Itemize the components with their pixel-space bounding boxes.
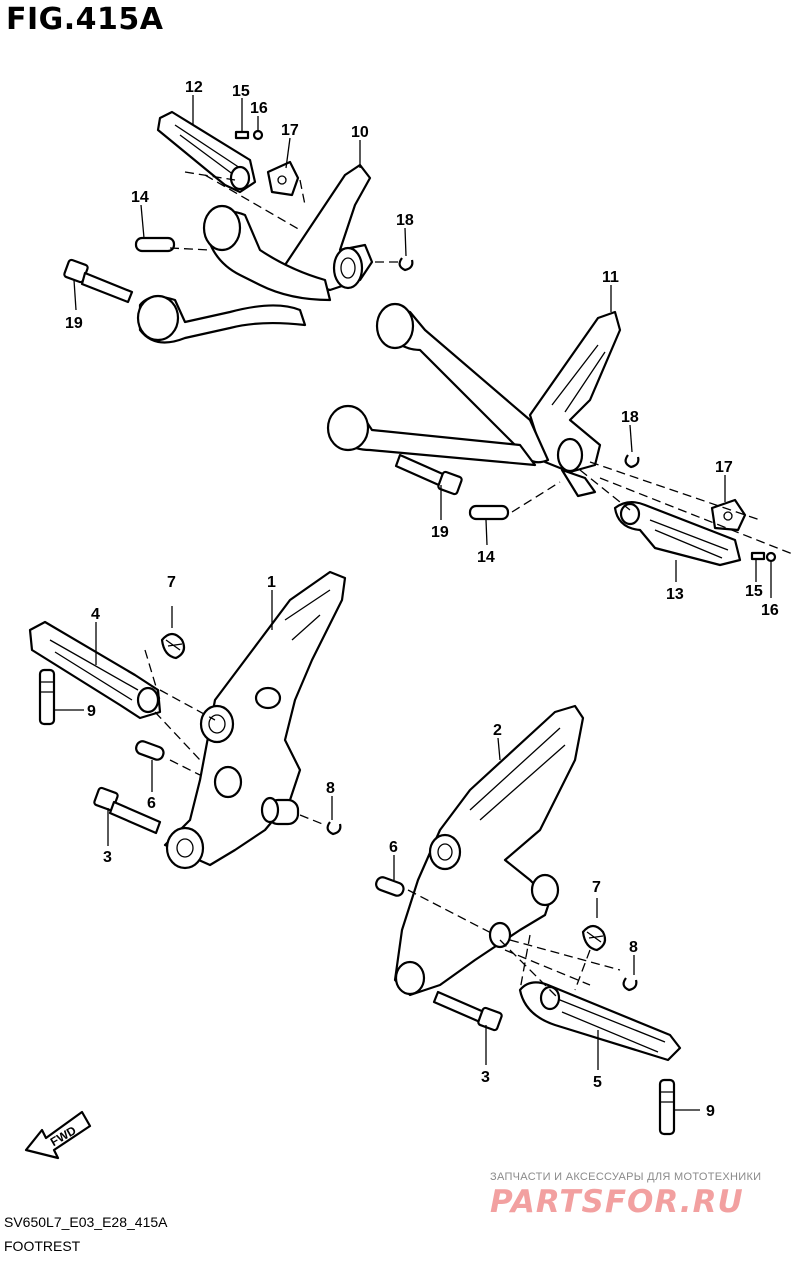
callout-15: 15 <box>232 83 250 100</box>
callout-13: 13 <box>666 586 684 603</box>
figure-title: FIG.415A <box>6 2 164 37</box>
e-ring-8a[interactable] <box>326 821 342 836</box>
rear-footpeg-12[interactable] <box>156 110 257 194</box>
callout-16: 16 <box>250 100 268 117</box>
callout-7: 7 <box>167 574 176 591</box>
stopper-plate-17b[interactable] <box>710 498 747 532</box>
callout-16: 16 <box>761 602 779 619</box>
front-footpeg-5[interactable] <box>518 981 682 1062</box>
bolt-19a[interactable] <box>63 258 134 304</box>
bolt-3a[interactable] <box>93 786 162 835</box>
callout-6: 6 <box>147 795 156 812</box>
callout-17: 17 <box>715 459 733 476</box>
leader-lines <box>54 95 772 1111</box>
callout-6: 6 <box>389 839 398 856</box>
rear-footrest-bracket-11[interactable] <box>326 302 622 498</box>
callout-5: 5 <box>593 1074 602 1091</box>
callout-1: 1 <box>267 574 276 591</box>
callout-8: 8 <box>326 780 335 797</box>
callout-3: 3 <box>103 849 112 866</box>
pin-9b[interactable] <box>658 1078 676 1136</box>
callout-9: 9 <box>87 703 96 720</box>
callout-17: 17 <box>281 122 299 139</box>
rear-footpeg-13[interactable] <box>613 501 742 567</box>
callout-numbers: 12 15 16 17 10 14 18 19 11 18 17 19 14 1… <box>65 79 779 1120</box>
callout-11: 11 <box>602 269 619 286</box>
callout-14: 14 <box>131 189 149 206</box>
spring-pin-15b[interactable] <box>750 551 766 561</box>
bolt-3b[interactable] <box>432 990 503 1032</box>
bolt-19b[interactable] <box>394 453 463 496</box>
callout-14: 14 <box>477 549 495 566</box>
spring-pin-15a[interactable] <box>234 130 250 140</box>
pivot-pin-6a[interactable] <box>134 740 165 762</box>
model-code: SV650L7_E03_E28_415A <box>4 1214 168 1230</box>
pivot-pin-14b[interactable] <box>468 504 510 521</box>
callout-12: 12 <box>185 79 203 96</box>
callout-19: 19 <box>65 315 83 332</box>
front-footrest-bracket-1[interactable] <box>163 570 347 870</box>
callout-18: 18 <box>621 409 639 426</box>
callout-7: 7 <box>592 879 601 896</box>
callout-3: 3 <box>481 1069 490 1086</box>
callout-4: 4 <box>91 606 100 623</box>
pivot-pin-6b[interactable] <box>374 876 405 898</box>
rear-footrest-bracket-10[interactable] <box>136 163 374 344</box>
callout-15: 15 <box>745 583 763 600</box>
e-ring-18a[interactable] <box>398 257 414 272</box>
front-footpeg-4[interactable] <box>28 620 162 720</box>
spring-7b[interactable] <box>581 898 607 952</box>
figure-subtitle: FOOTREST <box>4 1238 81 1254</box>
callout-19: 19 <box>431 524 449 541</box>
stopper-plate-17a[interactable] <box>266 160 300 197</box>
callout-18: 18 <box>396 212 414 229</box>
forward-arrow-icon: FWD <box>24 1110 92 1160</box>
callout-8: 8 <box>629 939 638 956</box>
front-footrest-bracket-2[interactable] <box>393 704 585 997</box>
pivot-pin-14a[interactable] <box>134 236 176 253</box>
watermark-text: ЗАПЧАСТИ И АКСЕССУАРЫ ДЛЯ МОТОТЕХНИКИ <box>490 1171 762 1183</box>
e-ring-8b[interactable] <box>622 977 638 992</box>
pin-9a[interactable] <box>38 668 56 726</box>
callout-2: 2 <box>493 722 502 739</box>
steel-ball-16a[interactable] <box>252 129 264 141</box>
steel-ball-16b[interactable] <box>765 551 777 563</box>
e-ring-18b[interactable] <box>624 454 640 469</box>
callout-9: 9 <box>706 1103 715 1120</box>
spring-7a[interactable] <box>160 606 186 660</box>
callout-10: 10 <box>351 124 369 141</box>
watermark-logo: PARTSFOR.RU <box>490 1184 744 1220</box>
